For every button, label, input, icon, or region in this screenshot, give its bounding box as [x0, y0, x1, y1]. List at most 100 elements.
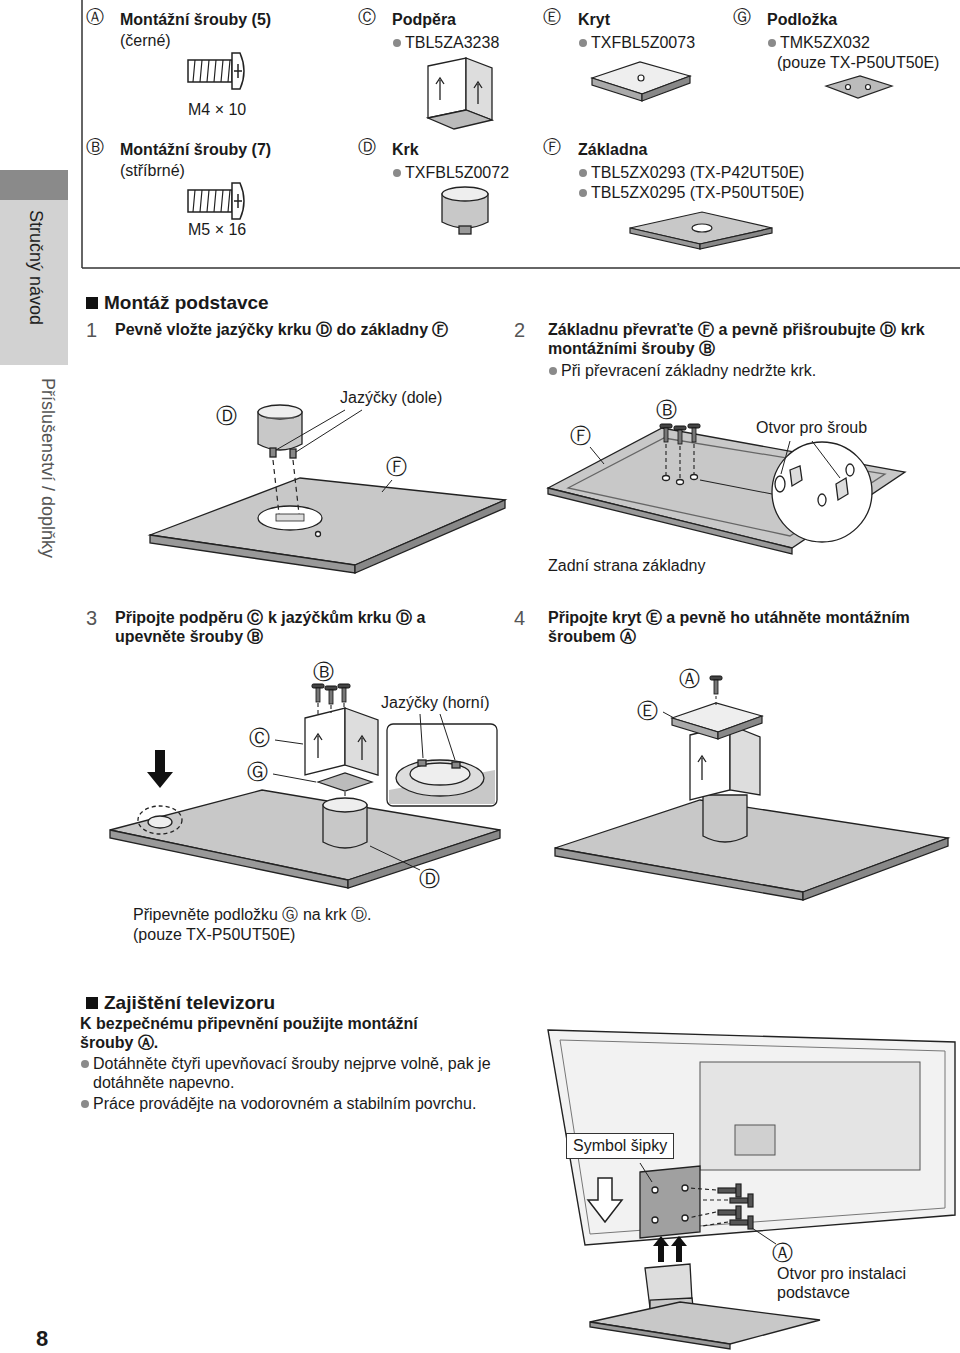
step2-screws — [660, 424, 672, 442]
lift-arrows — [671, 1236, 687, 1262]
leader-lines — [420, 714, 423, 758]
cover-icon — [592, 62, 690, 101]
tv-back — [700, 1062, 920, 1170]
cover-icon — [642, 76, 690, 101]
tv-screws — [736, 1206, 741, 1219]
callout-letter: Ⓔ — [637, 699, 658, 722]
leader-lines — [590, 447, 604, 464]
leader-lines — [382, 480, 392, 492]
leader-lines — [640, 1163, 652, 1182]
base-icon — [700, 228, 772, 249]
guide-lines — [293, 460, 299, 514]
leader-lines — [781, 441, 790, 474]
step3-base — [138, 806, 182, 834]
side-tab: Stručný návod — [0, 200, 68, 365]
guide-lines — [666, 444, 772, 494]
tab-zoom — [418, 760, 426, 766]
step4-neck — [703, 795, 747, 842]
bracket-icon — [466, 58, 492, 120]
tv-stand — [590, 1322, 730, 1349]
bullet-item: Dotáhněte čtyři upevňovací šrouby nejprv… — [80, 1054, 543, 1092]
part-letter: Ⓐ — [86, 8, 104, 28]
screw-hole-zoom — [775, 476, 785, 492]
leader-lines — [276, 410, 345, 450]
step1-base — [150, 478, 505, 565]
cover-icon — [638, 75, 644, 81]
screw-a-icon — [188, 53, 244, 89]
guide-lines — [318, 703, 345, 798]
tv-screws — [702, 1222, 728, 1226]
leader-lines — [663, 712, 674, 718]
step1-neck — [270, 448, 276, 457]
step1-base — [276, 514, 304, 521]
lift-arrows — [653, 1236, 687, 1262]
step2-base-back — [663, 476, 670, 481]
callout-letter: Ⓑ — [656, 398, 677, 421]
neck-icon — [459, 226, 471, 234]
note-text: Zadní strana základny — [548, 556, 705, 575]
note-text: Připevněte podložku Ⓖ na krk Ⓓ. — [133, 905, 371, 924]
stand-socket — [682, 1215, 688, 1221]
note-text: (pouze TX-P50UT50E) — [133, 925, 295, 944]
parts-frame — [81, 0, 83, 268]
step3-base — [148, 816, 172, 828]
callout-letter: Ⓐ — [679, 667, 700, 690]
base-icon — [630, 212, 772, 249]
leader-lines — [640, 1163, 776, 1244]
step1-base — [150, 478, 505, 573]
step1-base — [355, 500, 505, 573]
step-number: 3 — [86, 606, 97, 630]
step3-bracket — [305, 708, 378, 775]
callout-box: Symbol šipky — [566, 1133, 674, 1159]
note-text: (pouze TX-P50UT50E) — [777, 53, 939, 72]
section-bullet — [86, 297, 98, 309]
washer-icon — [826, 76, 892, 98]
step3-washer — [318, 773, 372, 791]
step3-bracket — [305, 708, 345, 775]
part-letter: Ⓑ — [86, 138, 104, 158]
tv-screws — [702, 1199, 728, 1200]
leader-lines — [590, 441, 840, 478]
page-number: 8 — [36, 1326, 48, 1352]
bullet-item: TXFBL5Z0072 — [392, 163, 509, 182]
washer-icon — [866, 85, 871, 90]
bold-text: Montážní šrouby (7) — [120, 140, 271, 159]
screw-hole-zoom — [836, 478, 848, 500]
step1-base — [150, 535, 355, 573]
part-letter: Ⓓ — [358, 138, 376, 158]
leader-lines — [296, 410, 362, 452]
screw-b-icon — [188, 183, 244, 219]
bullet-item: TMK5ZX032 — [767, 33, 870, 52]
screw-a-icon — [188, 53, 244, 89]
callout-letter: Ⓖ — [247, 760, 268, 783]
leader-lines — [370, 846, 420, 870]
bold-text: Kryt — [578, 10, 610, 29]
callout-letter: Ⓓ — [216, 404, 237, 427]
tv-back — [548, 1030, 955, 1245]
step1-neck — [258, 405, 302, 419]
step3-washer — [318, 773, 372, 791]
tv-screws — [736, 1184, 741, 1197]
callout-letter: Ⓒ — [249, 726, 270, 749]
bold-text: Podložka — [767, 10, 837, 29]
note-text: Otvor pro instalaci podstavce — [777, 1264, 927, 1302]
tv-screws — [688, 1212, 716, 1218]
tv-screws — [688, 1188, 728, 1226]
step2-base-back — [677, 480, 684, 485]
step4-screw — [710, 676, 722, 694]
step1-base — [258, 506, 322, 530]
step4-cover — [672, 703, 762, 739]
arrow-symbol — [588, 1178, 622, 1222]
note-text: (stříbrné) — [120, 161, 185, 180]
tv-back — [560, 1040, 945, 1234]
step4-screw — [710, 676, 722, 694]
bullet-item: TBL5ZX0293 (TX-P42UT50E) — [578, 163, 804, 182]
tv-back — [548, 1030, 955, 1245]
screw-hole-zoom — [772, 442, 872, 542]
bracket-icon — [436, 78, 444, 100]
bullet-item: Práce provádějte na vodorovném a stabiln… — [80, 1094, 543, 1113]
tv-screws — [718, 1210, 736, 1215]
callout-letter: Ⓕ — [570, 424, 591, 447]
side-tab-bar — [0, 170, 68, 200]
section-bullet — [86, 297, 98, 309]
